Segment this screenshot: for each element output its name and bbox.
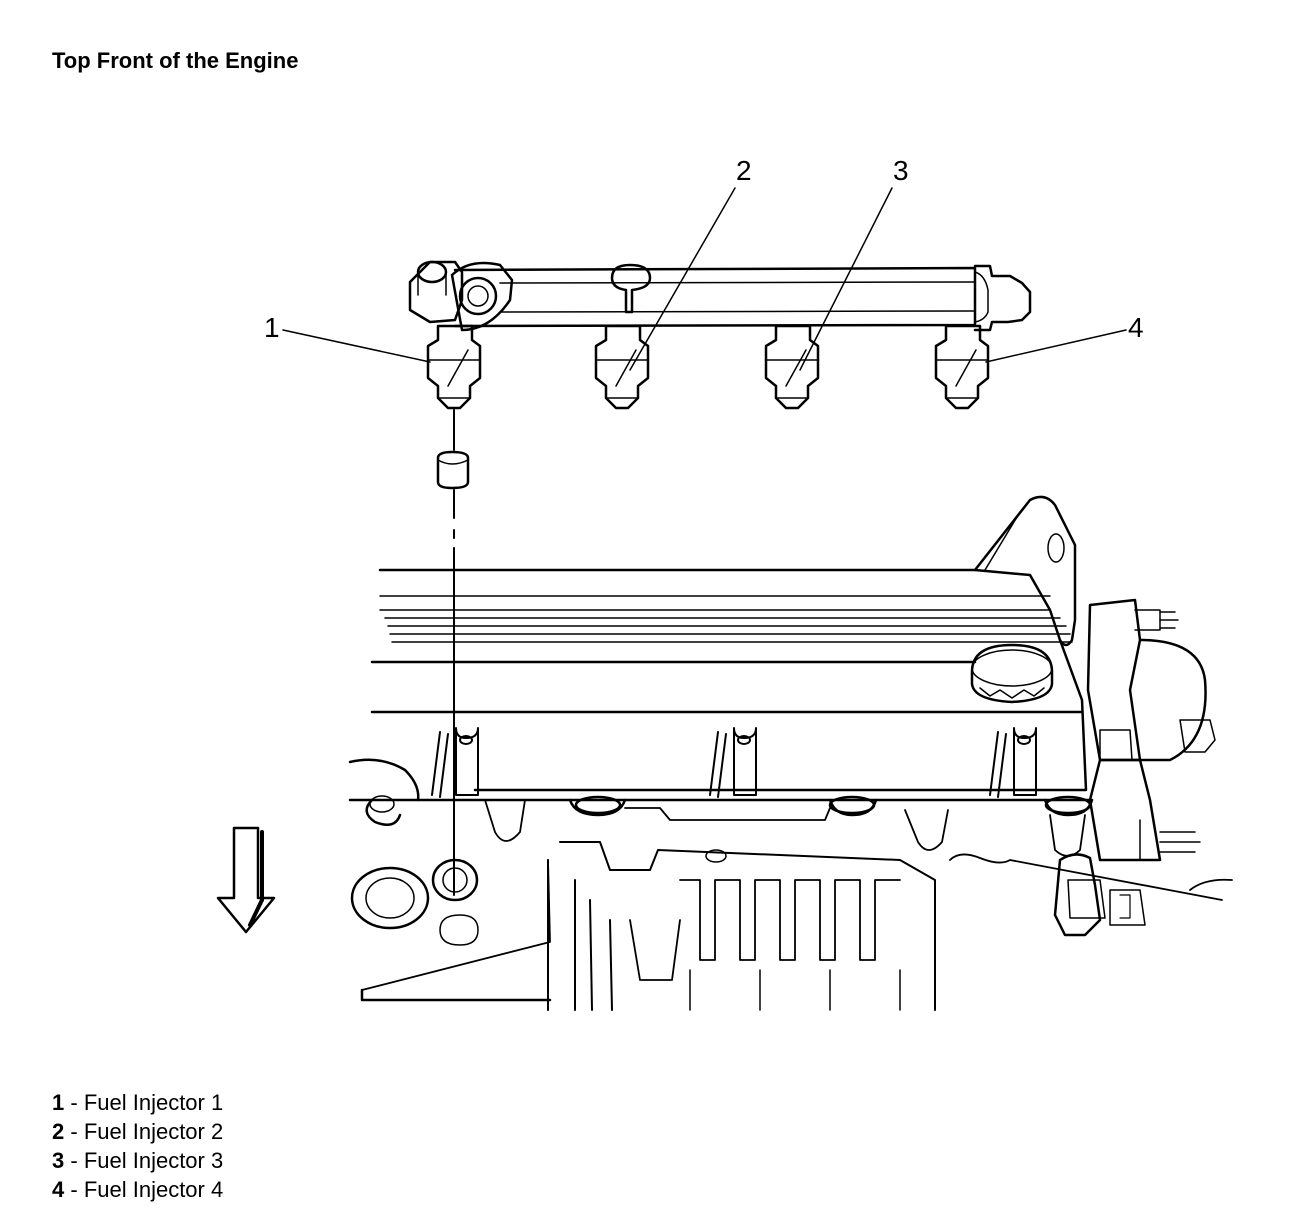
legend-item-3: 3 - Fuel Injector 3 xyxy=(52,1148,224,1173)
injector-3 xyxy=(766,326,818,408)
fuel-rail xyxy=(410,262,1030,330)
valve-cover xyxy=(372,497,1086,790)
sensor-connector xyxy=(950,854,1232,935)
legend-item-1: 1 - Fuel Injector 1 xyxy=(52,1090,224,1115)
page-title: Top Front of the Engine xyxy=(52,48,299,73)
callout-3: 3 xyxy=(893,155,909,186)
injector-4 xyxy=(936,326,988,408)
callout-1: 1 xyxy=(264,312,280,343)
injector-seal xyxy=(438,452,468,488)
leader-lines xyxy=(283,188,1126,370)
throttle-body xyxy=(1088,600,1215,860)
callout-4: 4 xyxy=(1128,312,1144,343)
cover-bolts xyxy=(432,728,1036,797)
injector-2 xyxy=(596,326,648,408)
callout-2: 2 xyxy=(736,155,752,186)
injector-1 xyxy=(428,326,480,408)
legend-item-2: 2 - Fuel Injector 2 xyxy=(52,1119,224,1144)
legend: 1 - Fuel Injector 1 2 - Fuel Injector 2 … xyxy=(52,1088,223,1204)
legend-item-4: 4 - Fuel Injector 4 xyxy=(52,1177,224,1202)
down-arrow-icon xyxy=(218,828,274,932)
intake-tube xyxy=(548,842,935,1010)
